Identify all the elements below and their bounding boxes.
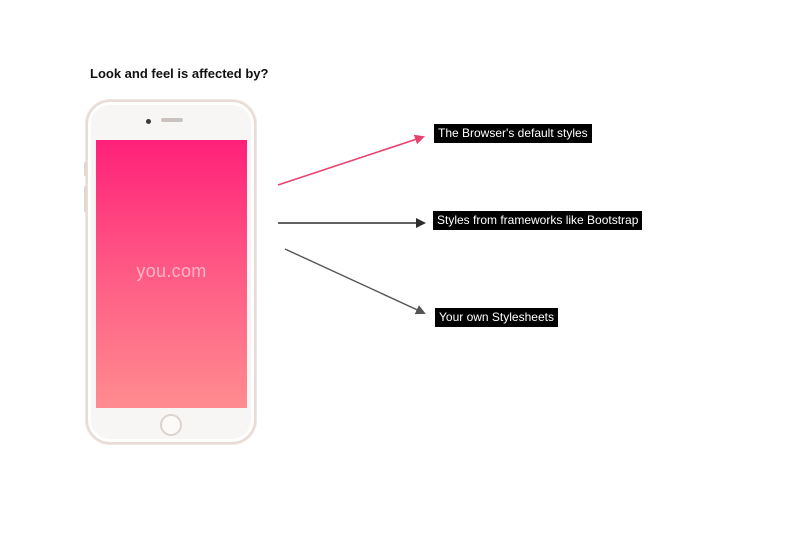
- phone-volume-up: [84, 186, 86, 212]
- phone-home-button: [160, 414, 182, 436]
- arrow-to-browser-defaults: [277, 134, 425, 186]
- arrow-to-own-stylesheets: [284, 248, 426, 315]
- phone-speaker: [161, 118, 183, 122]
- page-heading: Look and feel is affected by?: [90, 66, 269, 81]
- phone-screen: you.com: [96, 140, 247, 408]
- phone-illustration: you.com: [84, 100, 256, 444]
- phone-mute-switch: [84, 162, 86, 176]
- phone-camera-icon: [146, 119, 151, 124]
- label-frameworks: Styles from frameworks like Bootstrap: [433, 211, 643, 230]
- label-browser-defaults: The Browser's default styles: [434, 124, 592, 143]
- phone-screen-text: you.com: [136, 260, 207, 281]
- label-own-stylesheets: Your own Stylesheets: [435, 308, 558, 327]
